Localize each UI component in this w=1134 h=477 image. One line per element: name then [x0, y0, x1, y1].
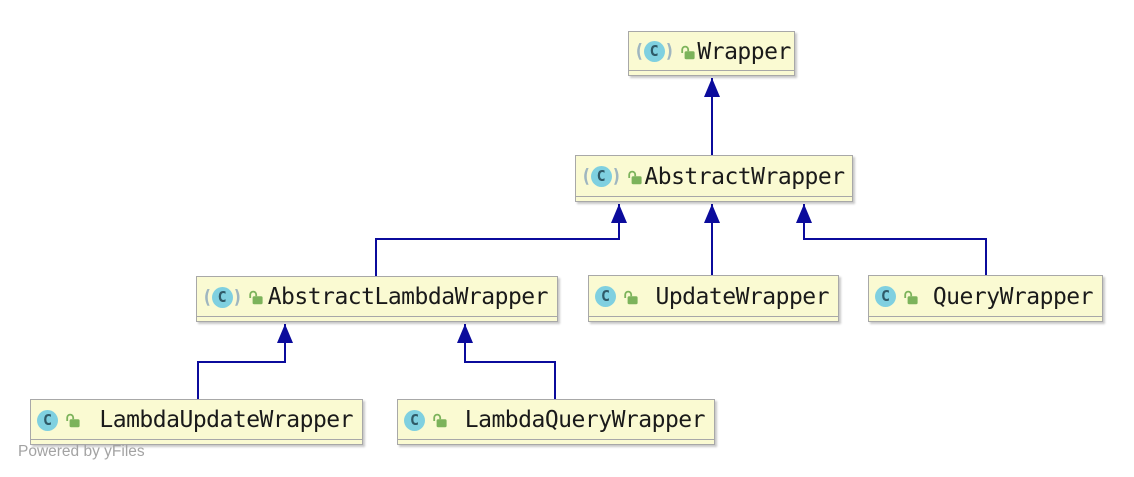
class-name-label: LambdaQueryWrapper [464, 407, 706, 433]
class-node-AbstractWrapper[interactable]: ( C ) AbstractWrapper [575, 155, 853, 202]
class-name-label: AbstractLambdaWrapper [267, 284, 549, 310]
class-name-label: AbstractWrapper [644, 163, 845, 190]
class-node-LambdaQueryWrapper[interactable]: C LambdaQueryWrapper [397, 399, 715, 445]
abstract-paren-right: ) [665, 40, 673, 62]
class-circle-icon: C [875, 286, 896, 307]
compartment-separator [398, 439, 714, 440]
compartment-separator [589, 316, 838, 317]
open-lock-icon [433, 413, 447, 428]
abstract-paren-right: ) [233, 285, 241, 308]
inheritance-edge-AbstractLambdaWrapper-to-AbstractWrapper [375, 204, 627, 276]
open-lock-icon [624, 290, 638, 304]
class-name-label: LambdaUpdateWrapper [99, 407, 353, 433]
inheritance-edge-LambdaQueryWrapper-to-AbstractLambdaWrapper [457, 324, 556, 399]
compartment-separator [31, 439, 362, 440]
abstract-paren-left: ( [203, 285, 211, 308]
class-icon: C [404, 409, 425, 431]
open-lock-icon [904, 290, 918, 304]
abstract-paren-left: ( [635, 40, 643, 62]
class-icon: C [595, 286, 616, 307]
powered-by-yfiles-watermark: Powered by yFiles [18, 443, 145, 460]
class-name-label: UpdateWrapper [655, 283, 829, 310]
open-lock-icon [249, 290, 263, 305]
open-lock-icon [628, 170, 642, 184]
compartment-separator [197, 316, 557, 317]
open-lock-icon [681, 45, 695, 59]
open-lock-icon [66, 413, 80, 428]
class-icon: C [875, 286, 896, 307]
abstract-paren-left: ( [582, 165, 590, 187]
class-circle-icon: C [404, 409, 425, 431]
inheritance-edge-QueryWrapper-to-AbstractWrapper [796, 204, 987, 275]
compartment-separator [576, 196, 852, 197]
class-node-Wrapper[interactable]: ( C ) Wrapper [628, 31, 795, 76]
class-circle-icon: C [590, 166, 612, 187]
class-node-UpdateWrapper[interactable]: C UpdateWrapper [588, 275, 839, 322]
inheritance-edge-LambdaUpdateWrapper-to-AbstractLambdaWrapper [197, 324, 293, 399]
abstract-paren-right: ) [612, 165, 620, 187]
class-name-label: Wrapper [697, 38, 791, 65]
class-circle-icon: C [595, 286, 616, 307]
class-icon: ( C ) [582, 166, 620, 187]
compartment-separator [629, 70, 794, 71]
class-icon: C [37, 409, 58, 431]
class-node-QueryWrapper[interactable]: C QueryWrapper [868, 275, 1103, 322]
class-icon: ( C ) [635, 41, 673, 62]
class-node-LambdaUpdateWrapper[interactable]: C LambdaUpdateWrapper [30, 399, 363, 445]
class-circle-icon: C [37, 409, 58, 431]
compartment-separator [869, 316, 1102, 317]
class-node-AbstractLambdaWrapper[interactable]: ( C ) AbstractLambdaWrapper [196, 276, 558, 322]
class-icon: ( C ) [203, 285, 241, 308]
class-circle-icon: C [211, 286, 233, 308]
class-circle-icon: C [643, 41, 665, 62]
class-name-label: QueryWrapper [932, 283, 1094, 310]
